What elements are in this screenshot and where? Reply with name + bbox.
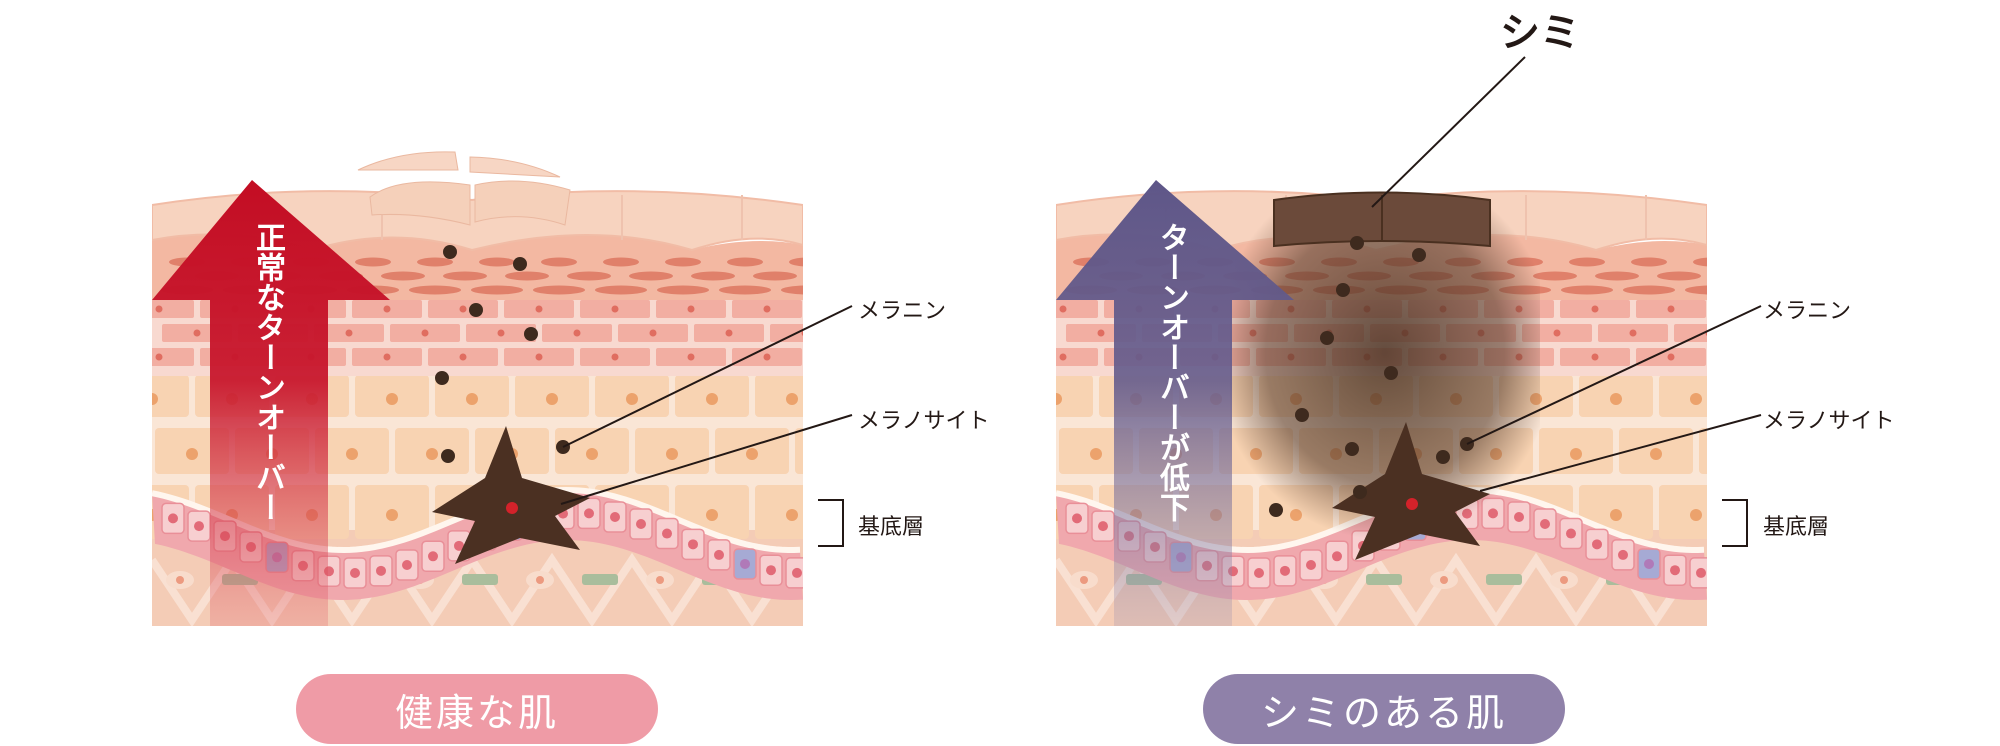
cell <box>1056 300 1098 318</box>
granule <box>781 285 803 295</box>
melanin-granule <box>1336 283 1350 297</box>
granule <box>471 285 523 295</box>
keratinocyte <box>755 485 803 539</box>
reduced-turnover-arrow-label: ターンオーバーが低下 <box>1154 222 1189 522</box>
cell <box>1056 348 1098 366</box>
granule <box>505 271 549 281</box>
turnover-arrow <box>152 180 390 626</box>
melanocyte-label: メラノサイト <box>858 409 990 434</box>
basal-layer-label: 基底層 <box>858 515 925 540</box>
capillary <box>462 574 498 585</box>
melanin-granule <box>1345 442 1359 456</box>
granule <box>541 257 577 267</box>
spot-leader-line <box>1371 56 1526 208</box>
keratinocyte <box>795 428 803 474</box>
melanin-label: メラニン <box>1763 299 1852 324</box>
granule <box>665 257 701 267</box>
capillary <box>582 574 618 585</box>
granule <box>409 285 461 295</box>
shedding-flake <box>474 180 571 226</box>
granule <box>1685 285 1707 295</box>
melanin-granule <box>469 303 483 317</box>
granule <box>595 285 647 295</box>
granule <box>417 257 453 267</box>
granule <box>381 271 425 281</box>
granule <box>1631 257 1667 267</box>
melanin-granule <box>524 327 538 341</box>
granule <box>533 285 585 295</box>
granule <box>603 257 639 267</box>
melanin-granule <box>435 371 449 385</box>
granule <box>1693 257 1707 267</box>
cell <box>1674 324 1707 342</box>
granule <box>567 271 611 281</box>
melanin-granule <box>441 449 455 463</box>
melanin-leader-line <box>562 305 853 448</box>
basal-layer-bracket <box>818 499 844 547</box>
basal-layer-bracket <box>1722 499 1748 547</box>
granule <box>443 271 487 281</box>
melanocyte-leader-line <box>560 414 853 505</box>
granule <box>727 257 763 267</box>
melanin-granule <box>1295 408 1309 422</box>
melanocyte-nucleus <box>1406 498 1418 510</box>
granule <box>629 271 673 281</box>
melanin-granule <box>1436 450 1450 464</box>
melanin-granule <box>1384 366 1398 380</box>
melanin-leader-line <box>1466 305 1762 445</box>
granule <box>1561 285 1613 295</box>
annotations <box>152 56 1762 626</box>
normal-turnover-arrow-label: 正常なターンオーバー <box>250 222 285 522</box>
melanin-granule <box>443 245 457 259</box>
spotted-skin-caption: シミのある肌 <box>1203 674 1565 744</box>
melanocyte-nucleus <box>506 502 518 514</box>
cell <box>770 324 803 342</box>
granule <box>753 271 797 281</box>
granule <box>1569 257 1605 267</box>
melanocyte <box>432 426 590 564</box>
basal-layer-label: 基底層 <box>1763 515 1830 540</box>
melanin-granule <box>1269 503 1283 517</box>
granule <box>1657 271 1701 281</box>
cell <box>152 300 194 318</box>
shedding-flake <box>469 156 561 178</box>
keratinocyte <box>1056 375 1093 417</box>
granule <box>657 285 709 295</box>
melanin-granule <box>1353 485 1367 499</box>
granule <box>789 257 803 267</box>
keratinocyte <box>152 375 189 417</box>
melanin-granule <box>513 257 527 271</box>
shedding-flake <box>369 181 471 226</box>
healthy-skin-caption: 健康な肌 <box>296 674 658 744</box>
granule <box>1533 271 1577 281</box>
spot-label: シミ <box>1500 10 1580 56</box>
melanocyte-label: メラノサイト <box>1763 409 1895 434</box>
keratinocyte <box>755 375 803 417</box>
melanocyte-leader-line <box>1479 414 1762 492</box>
granule <box>719 285 771 295</box>
granule <box>1595 271 1639 281</box>
melanocyte <box>1332 422 1490 560</box>
granule <box>355 257 391 267</box>
melanin-granule <box>1350 236 1364 250</box>
granule <box>691 271 735 281</box>
granule <box>479 257 515 267</box>
cell <box>152 348 194 366</box>
turnover-arrow <box>1056 180 1294 626</box>
melanin-label: メラニン <box>858 299 947 324</box>
capillary <box>1366 574 1402 585</box>
melanin-granule <box>1412 248 1426 262</box>
keratinocyte <box>1699 428 1707 474</box>
granule <box>1623 285 1675 295</box>
keratinocyte <box>1659 375 1707 417</box>
capillary <box>1486 574 1522 585</box>
shedding-flake <box>357 151 459 171</box>
keratinocyte <box>1659 485 1707 539</box>
melanin-granule <box>1320 331 1334 345</box>
